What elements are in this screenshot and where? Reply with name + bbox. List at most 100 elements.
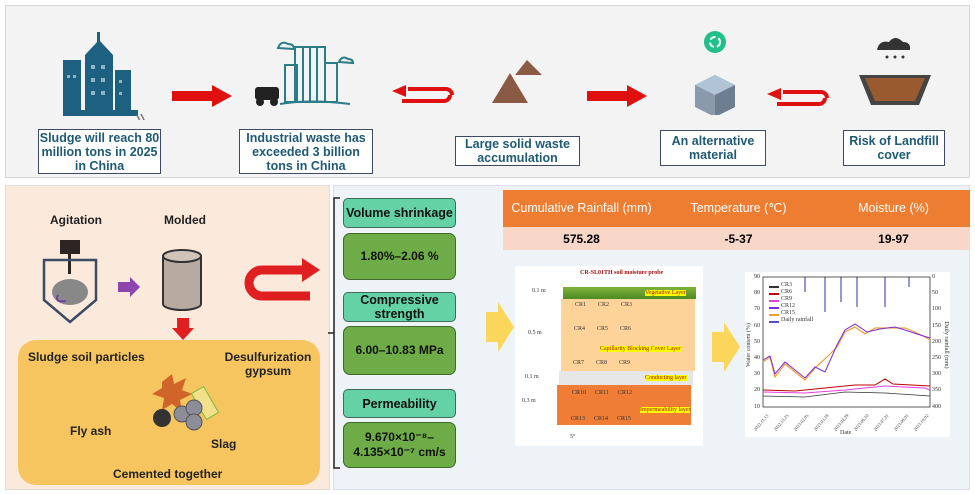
sensor-label: CR13 bbox=[571, 416, 586, 422]
layer-label: Conducting layer bbox=[645, 375, 687, 381]
chart-text: CR6 bbox=[781, 289, 793, 295]
step-label-landfill-risk: Risk of Landfill cover bbox=[843, 130, 945, 166]
compressive-strength-header: Compressive strength bbox=[343, 292, 456, 322]
temperature-value: -5-37 bbox=[660, 227, 817, 250]
permeability-value: 9.670×10⁻⁸–4.135×10⁻⁷ cm/s bbox=[343, 422, 456, 468]
particles-illustration-icon bbox=[152, 374, 220, 431]
sensor-label: CR15 bbox=[617, 416, 632, 422]
legend-swatch bbox=[769, 293, 779, 295]
chart-text: 400 bbox=[932, 403, 941, 410]
legend-swatch bbox=[769, 286, 779, 288]
chart-text: CR3 bbox=[781, 282, 793, 288]
chart-text: CR15 bbox=[781, 310, 796, 316]
moisture-value: 19-97 bbox=[817, 227, 970, 250]
sensor-label: CR8 bbox=[596, 360, 608, 366]
red-arrow-right-icon bbox=[172, 85, 232, 107]
step-label-sludge: Sludge will reach 80 million tons in 202… bbox=[38, 129, 161, 174]
sensor-label: CR14 bbox=[594, 416, 609, 422]
sensor-label: CR4 bbox=[574, 326, 586, 332]
red-u-turn-arrow-icon bbox=[392, 85, 454, 103]
step-label-industrial-waste: Industrial waste has exceeded 3 billion … bbox=[239, 129, 373, 174]
depth-label: 0.1 m bbox=[532, 288, 546, 294]
mixer-icon bbox=[42, 240, 98, 324]
rainfall-header: Cumulative Rainfall (mm) bbox=[503, 190, 660, 227]
landfill-rain-icon bbox=[859, 38, 931, 105]
depth-label: 0.3 m bbox=[522, 398, 536, 404]
chart-text: 40 bbox=[754, 355, 760, 361]
red-arrow-down-icon bbox=[172, 318, 194, 340]
chart-text: CR9 bbox=[781, 296, 793, 302]
permeability-header: Permeability bbox=[343, 389, 456, 418]
red-u-turn-arrow-icon-2 bbox=[767, 88, 829, 106]
chart-text: Daily rainfall bbox=[781, 317, 814, 323]
chart-text: 50 bbox=[932, 290, 938, 297]
rainfall-value: 575.28 bbox=[503, 227, 660, 250]
yellow-arrow-icon-2 bbox=[712, 322, 740, 372]
chart-text: 150 bbox=[932, 322, 941, 329]
sensor-label: CR6 bbox=[620, 326, 632, 332]
gypsum-label: Desulfurization gypsum bbox=[224, 350, 312, 378]
chart-text: 250 bbox=[932, 355, 941, 361]
chart-text: 10 bbox=[754, 403, 760, 410]
chart-text: Daily rainfall (mm) bbox=[943, 321, 949, 369]
legend-swatch bbox=[769, 300, 779, 302]
legend-swatch bbox=[769, 307, 779, 309]
layer-label: Impermeability layer bbox=[640, 407, 691, 413]
step-label-solid-waste: Large solid waste accumulation bbox=[455, 136, 580, 166]
series-cr15 bbox=[762, 326, 931, 381]
step-label-alternative-material: An alternative material bbox=[660, 130, 766, 166]
sensor-label: CR10 bbox=[572, 390, 587, 396]
waste-pile-icon bbox=[492, 60, 542, 103]
volume-shrinkage-header: Volume shrinkage bbox=[343, 198, 456, 228]
chart-text: 350 bbox=[932, 387, 941, 394]
city-buildings-icon bbox=[63, 32, 145, 120]
sensor-label: CR9 bbox=[619, 360, 631, 366]
sensor-label: CR3 bbox=[621, 302, 633, 308]
chart-text: 50 bbox=[754, 338, 760, 345]
capillarity-layer bbox=[561, 299, 695, 371]
layer-label: Capillarity Blocking Cover Layer bbox=[600, 346, 681, 352]
compressive-strength-value: 6.00–10.83 MPa bbox=[343, 326, 456, 375]
chart-text: 90 bbox=[754, 274, 760, 280]
conducting-layer bbox=[559, 371, 693, 385]
permeability-value-line2: 4.135×10⁻⁷ cm/s bbox=[353, 445, 446, 459]
chart-text: 80 bbox=[754, 290, 760, 297]
cemented-together-label: Cemented together bbox=[113, 467, 223, 481]
sensor-label: CR1 bbox=[575, 302, 587, 308]
red-arrow-right-icon-2 bbox=[587, 85, 647, 107]
sensor-label: CR5 bbox=[597, 326, 609, 332]
volume-shrinkage-value: 1.80%–2.06 % bbox=[343, 233, 456, 280]
chart-text: CR12 bbox=[781, 303, 796, 309]
series-cr12 bbox=[762, 323, 931, 379]
depth-label: 0.5 m bbox=[528, 330, 542, 336]
chart-text: 100 bbox=[932, 306, 941, 313]
sensor-label: CR2 bbox=[598, 302, 610, 308]
sludge-particles-label: Sludge soil particles bbox=[28, 350, 145, 364]
permeability-value-line1: 9.670×10⁻⁸– bbox=[364, 430, 435, 444]
temperature-header: Temperature (℃) bbox=[660, 190, 817, 227]
sensor-label: CR11 bbox=[595, 390, 609, 396]
legend-swatch bbox=[769, 314, 779, 316]
sensor-label: CR7 bbox=[573, 360, 585, 366]
series-cr3 bbox=[762, 391, 931, 398]
legend-swatch bbox=[769, 321, 779, 323]
chart-text: 0 bbox=[932, 274, 935, 280]
agitation-label: Agitation bbox=[50, 213, 102, 227]
bracket-icon bbox=[328, 197, 340, 469]
chart-text: Water content (%) bbox=[746, 323, 752, 367]
depth-label: 0.1 m bbox=[525, 374, 539, 380]
chart-text: Date bbox=[840, 430, 852, 436]
chart-text: 30 bbox=[754, 371, 760, 378]
series-cr6 bbox=[762, 378, 931, 392]
series-cr9 bbox=[762, 385, 931, 394]
chart-text: 70 bbox=[754, 306, 760, 313]
moisture-timeseries-plot bbox=[762, 276, 931, 408]
sensor-label: CR12 bbox=[618, 390, 633, 396]
chart-text: 200 bbox=[932, 338, 941, 345]
chart-text: 60 bbox=[754, 322, 760, 329]
yellow-arrow-icon bbox=[486, 302, 514, 352]
layer-label: Vegetative Layer bbox=[645, 290, 686, 296]
slope-angle-label: 5° bbox=[570, 434, 576, 440]
purple-arrow-icon bbox=[118, 277, 140, 297]
fly-ash-label: Fly ash bbox=[70, 424, 112, 438]
